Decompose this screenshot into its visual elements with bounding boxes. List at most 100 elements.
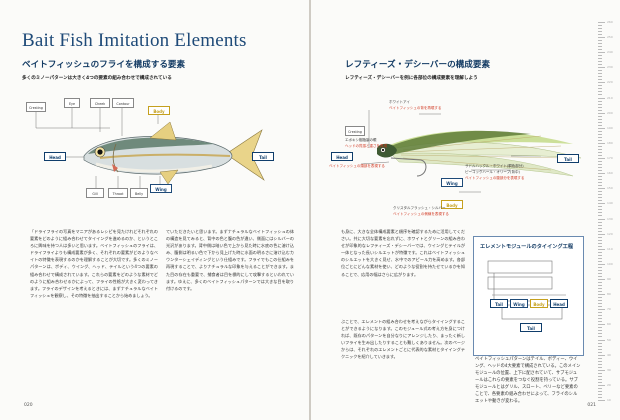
annotation-text: ベイトフィッシュの腹部分を表現する [465,176,525,180]
annotation-text: ベイトフィッシュの頭部を表現する [329,164,385,168]
ruler-minor-tick [598,209,602,210]
ruler-minor-tick [598,31,602,32]
part-tag-belly: Belly [130,188,148,198]
annotation-text: ピーコックハール・オリーブ(背中) [465,170,520,174]
ruler-minor-tick [598,397,602,398]
ruler-minor-tick [598,64,602,65]
ruler-label: 140 [607,201,613,205]
ruler-minor-tick [598,134,602,135]
ruler-minor-tick [598,164,602,165]
ruler-minor-tick [598,270,602,271]
ruler-minor-tick [598,382,602,383]
ruler-label: 20 [607,383,611,387]
ruler-minor-tick [598,94,602,95]
ruler-minor-tick [598,40,602,41]
part-tag-cresting-right: Cresting [345,126,365,136]
annotation-text: ベイトフィッシュの側線を表現する [393,212,449,216]
ruler-minor-tick [598,361,602,362]
ruler-label: 260 [607,20,613,24]
ruler-label: 40 [607,353,611,357]
element-box-wing: Wing [150,184,172,193]
ruler-minor-tick [598,43,602,44]
ruler-minor-tick [598,285,602,286]
element-box-body-right: Body [441,200,463,209]
module-diagram [487,260,566,320]
ruler-label: 190 [607,126,613,130]
ruler-minor-tick [598,179,602,180]
ruler-minor-tick [598,394,602,395]
ruler-label: 210 [607,96,613,100]
ruler-minor-tick [598,215,602,216]
section-lead-right: レフティーズ・デシーバーを例に各部位の構成要素を理解しよう [345,76,478,81]
ruler-minor-tick [598,327,602,328]
ruler-tick [598,294,605,295]
deceiver-fly-illustration [360,110,582,193]
ruler-tick [598,143,605,144]
ruler-minor-tick [598,291,602,292]
ruler-minor-tick [598,391,602,392]
ruler-label: 160 [607,171,613,175]
ruler-minor-tick [598,261,602,262]
ruler-label: 70 [607,307,611,311]
ruler-minor-tick [598,333,602,334]
part-tag-gill: Gill [86,188,104,198]
ruler-minor-tick [598,101,602,102]
ruler-minor-tick [598,140,602,141]
ruler-minor-tick [598,49,602,50]
ruler-tick [598,249,605,250]
annotation-text: クリスタルフラッシュ・シルバー [393,206,446,210]
ruler-tick [598,355,605,356]
ruler-minor-tick [598,225,602,226]
module-step: Tail [490,299,508,308]
ruler-minor-tick [598,300,602,301]
ruler-minor-tick [598,276,602,277]
ruler-minor-tick [598,176,602,177]
sidebar-box: エレメントモジュールのタイイング工程 Tail Wing Body Head T… [473,236,584,356]
ruler-minor-tick [598,125,602,126]
ruler-minor-tick [598,243,602,244]
ruler-tick [598,340,605,341]
body-text-column-1: 「ドライフライの写真をマニアがあるレシピを見たけれどそれぞれの要素をどのように組… [30,229,158,298]
part-tag-throat: Throat [108,188,128,198]
ruler-minor-tick [598,352,602,353]
ruler-minor-tick [598,76,602,77]
ruler-label: 110 [607,247,613,251]
sidebar-body: ベイトフィッシュパターンはテイル、ボディー、ウイング、ヘッドの4大要素で構成され… [475,357,581,404]
ruler-tick [598,234,605,235]
bait-fish-illustration [35,108,265,188]
ruler-tick [598,22,605,23]
ruler-tick [598,82,605,83]
page-title: Bait Fish Imitation Elements [22,30,247,51]
page-number-left: 020 [24,403,33,408]
ruler-tick [598,98,605,99]
ruler-tick [598,400,605,401]
ruler-minor-tick [598,303,602,304]
part-tag-cresting: Cresting [26,102,46,112]
element-box-tail: Tail [252,152,274,161]
element-box-wing-right: Wing [441,178,463,187]
ruler-minor-tick [598,88,602,89]
ruler-tick [598,67,605,68]
ruler-tick [598,279,605,280]
ruler-minor-tick [598,367,602,368]
ruler-minor-tick [598,240,602,241]
ruler-tick [598,173,605,174]
ruler-minor-tick [598,197,602,198]
annotation-text: ホワイトアイ [389,100,410,104]
element-box-head: Head [44,152,66,161]
ruler-minor-tick [598,336,602,337]
annotation-text: エポキシ樹脂製の眼 [345,138,377,142]
ruler-tick [598,113,605,114]
ruler-minor-tick [598,70,602,71]
ruler-minor-tick [598,346,602,347]
ruler-minor-tick [598,194,602,195]
ruler-tick [598,128,605,129]
ruler-minor-tick [598,107,602,108]
ruler-minor-tick [598,212,602,213]
ruler-tick [598,385,605,386]
ruler-minor-tick [598,161,602,162]
ruler-minor-tick [598,282,602,283]
ruler-minor-tick [598,343,602,344]
